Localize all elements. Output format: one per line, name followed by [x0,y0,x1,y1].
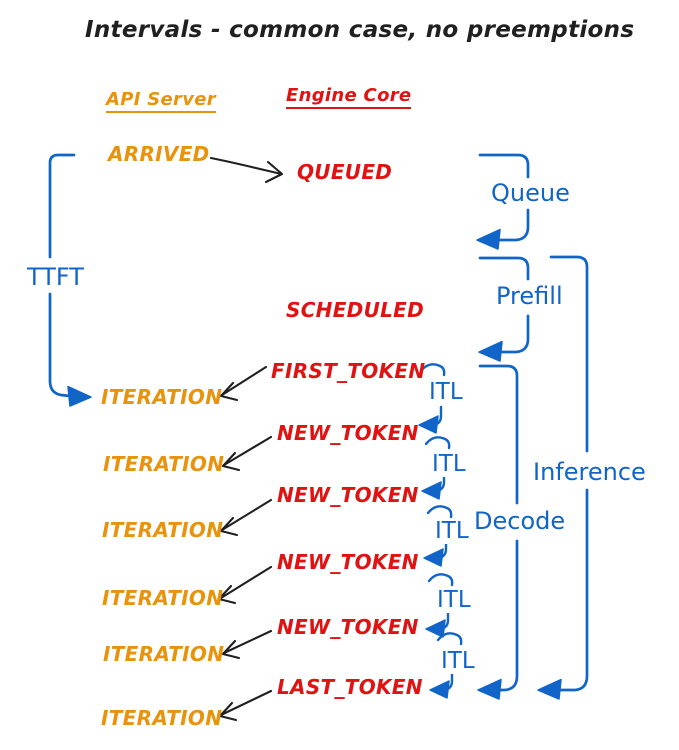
prefill-bracket [478,256,530,362]
itl-arrowhead-icon [423,548,444,567]
itl-arrowhead-icon [418,415,439,434]
event-iteration-1: ITERATION [101,385,223,409]
arrow-arrived-to-queued [209,156,284,184]
itl-bracket-5 [429,632,463,699]
event-iteration-6: ITERATION [101,706,223,730]
decode-arrowhead-icon [477,678,502,700]
arrow-new-token2-to-iteration [219,498,273,537]
itl-bracket-2 [421,436,451,500]
arrow-last-token-to-iteration [218,689,273,722]
event-arrived: ARRIVED [108,142,210,166]
event-iteration-5: ITERATION [103,642,225,666]
itl-arrowhead-icon [421,481,442,500]
interval-decode-label: Decode [471,508,569,534]
itl-bracket-1 [418,363,446,434]
interval-queue-label: Queue [488,180,573,206]
diagram-title: Intervals - common case, no preemptions [85,17,635,43]
event-iteration-3: ITERATION [102,518,224,542]
arrow-new-token4-to-iteration [221,629,273,660]
event-scheduled: SCHEDULED [286,298,425,322]
inference-bracket [537,255,589,700]
event-new-token-3: NEW_TOKEN [277,550,419,574]
interval-itl-label-4: ITL [436,587,472,614]
interval-ttft-label: TTFT [24,264,87,290]
interval-inference-label: Inference [530,459,649,485]
event-iteration-4: ITERATION [102,586,224,610]
itl-bracket-4 [425,573,454,638]
ttft-bracket [48,153,92,407]
event-new-token-2: NEW_TOKEN [277,483,419,507]
column-header-api-server: API Server [106,90,216,113]
interval-itl-label-1: ITL [428,379,464,406]
arrow-first-token-to-iteration [219,365,268,402]
prefill-arrowhead-icon [478,340,503,362]
event-iteration-2: ITERATION [103,452,225,476]
interval-prefill-label: Prefill [493,283,566,309]
event-new-token-1: NEW_TOKEN [277,421,419,445]
decode-bracket [477,364,519,700]
event-last-token: LAST_TOKEN [277,675,423,699]
interval-itl-label-3: ITL [434,518,470,545]
inference-arrowhead-icon [537,678,562,700]
ttft-arrowhead-icon [67,385,92,407]
column-header-engine-core: Engine Core [286,86,412,109]
event-first-token: FIRST_TOKEN [271,359,426,383]
event-new-token-4: NEW_TOKEN [277,615,419,639]
arrow-new-token1-to-iteration [221,435,273,472]
itl-bracket-3 [423,505,453,567]
interval-itl-label-5: ITL [440,648,476,675]
itl-arrowhead-icon [429,680,450,699]
interval-itl-label-2: ITL [431,451,467,478]
arrow-new-token3-to-iteration [217,565,273,605]
queue-arrowhead-icon [476,228,501,250]
itl-arrowhead-icon [425,619,446,638]
queue-bracket [476,153,530,250]
event-queued: QUEUED [297,160,393,184]
